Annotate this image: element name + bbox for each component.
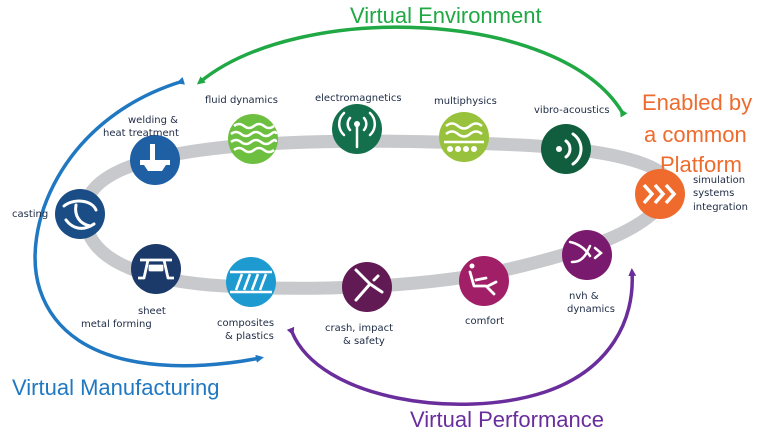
node-composites-plastics: composites & plastics <box>217 257 276 342</box>
crash-label-1: & safety <box>343 336 385 347</box>
platform-label-line1: Enabled by <box>642 90 752 115</box>
node-casting: casting <box>12 189 105 239</box>
nvh-label-0: nvh & <box>569 291 599 302</box>
nvh-circle <box>562 230 612 280</box>
node-fluid-dynamics: fluid dynamics <box>205 95 278 164</box>
casting-label-0: casting <box>12 209 48 220</box>
sheet-label-1: metal forming <box>81 319 152 330</box>
em-label-0: electromagnetics <box>315 93 402 104</box>
node-vibro-acoustics: vibro-acoustics <box>534 105 610 174</box>
comfort-label-0: comfort <box>465 316 504 327</box>
crash-icon <box>354 268 384 302</box>
nvh-label-1: dynamics <box>567 304 615 315</box>
node-crash-impact-safety: crash, impact & safety <box>325 262 393 347</box>
environment-label: Virtual Environment <box>350 3 542 28</box>
platform-label-line2: a common <box>644 122 747 147</box>
multiphysics-icon <box>444 122 484 153</box>
environment-arrow <box>196 25 628 118</box>
fluid-label-0: fluid dynamics <box>205 95 278 106</box>
performance-arrow <box>286 268 637 406</box>
node-electromagnetics: electromagnetics <box>315 93 402 154</box>
composite-icon <box>230 270 272 294</box>
node-welding: welding & heat treatment <box>103 115 180 185</box>
vibro-circle <box>541 124 591 174</box>
press-icon <box>138 258 174 280</box>
sheet-label-0: sheet <box>138 306 166 317</box>
composites-label-1: & plastics <box>225 331 274 342</box>
node-comfort: comfort <box>459 256 509 327</box>
antenna-icon <box>337 111 377 149</box>
welding-icon <box>140 144 170 171</box>
multi-label-0: multiphysics <box>434 96 497 107</box>
performance-label: Virtual Performance <box>410 407 604 432</box>
node-sheet-metal-forming: sheet metal forming <box>81 244 181 330</box>
crash-label-0: crash, impact <box>325 323 393 334</box>
sim-circle <box>635 169 685 219</box>
wave-icon <box>230 122 278 154</box>
manufacturing-arrow <box>33 76 264 368</box>
casting-circle <box>55 189 105 239</box>
platform-label: Enabled by a common Platform <box>642 90 752 177</box>
nvh-icon <box>568 240 603 264</box>
node-simulation-systems-integration: simulation systems integration <box>635 169 748 219</box>
seat-icon <box>468 263 498 296</box>
composites-circle <box>226 257 276 307</box>
sim-label-1: systems <box>693 188 734 199</box>
welding-label-0: welding & <box>128 115 178 126</box>
vibro-label-0: vibro-acoustics <box>534 105 610 116</box>
composites-label-0: composites <box>217 318 274 329</box>
comfort-circle <box>459 256 509 306</box>
sound-wave-icon <box>556 132 583 166</box>
node-multiphysics: multiphysics <box>434 96 497 162</box>
welding-label-1: heat treatment <box>103 128 179 139</box>
sim-label-2: integration <box>693 202 748 213</box>
chevrons-icon <box>642 183 677 205</box>
manufacturing-label: Virtual Manufacturing <box>12 375 220 400</box>
platform-label-line3: Platform <box>660 152 742 177</box>
node-nvh-dynamics: nvh & dynamics <box>562 230 615 315</box>
sim-label-0: simulation <box>693 175 745 186</box>
casting-icon <box>62 199 98 230</box>
